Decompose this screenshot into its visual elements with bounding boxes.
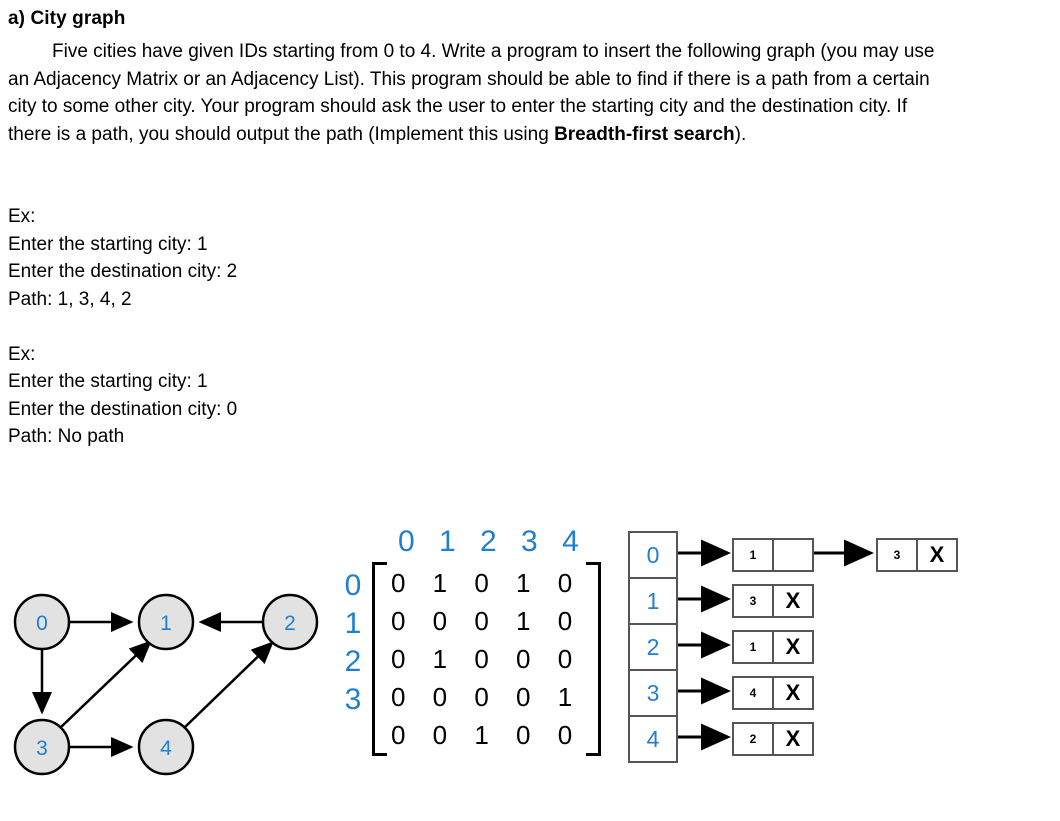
example-2-path: Path: No path: [8, 426, 125, 447]
matrix-cells: 0 1 0 1 0 0 0 0 1 0 0 1 0 0 0 0 0 0 0 1 …: [387, 562, 586, 756]
adjacency-node-2-1: 1 X: [732, 630, 814, 664]
figure-area: 0 1 2 3 4 0 1 2 3 4 0 1 2 3: [0, 505, 1060, 821]
example-2-start: Enter the starting city: 1: [8, 371, 208, 392]
adjacency-node-3-1-value: 4: [734, 678, 774, 708]
example-1: Ex: Enter the starting city: 1 Enter the…: [8, 203, 237, 313]
adjacency-node-1-1: 3 X: [732, 584, 814, 618]
matrix-bracket-wrap: 0 1 0 1 0 0 0 0 1 0 0 1 0 0 0 0 0 0 0 1 …: [372, 562, 602, 756]
matrix-row-4: 0 0 1 0 0: [391, 720, 583, 750]
city-graph-diagram: 0 1 2 3 4: [13, 593, 319, 776]
graph-node-2: [261, 593, 319, 651]
graph-edges: [32, 612, 274, 757]
matrix-row-label-3: 3: [344, 683, 362, 716]
adjacency-list: 0 1 2 3 4 1 3 X 3 X 1 X: [628, 531, 1028, 786]
adjacency-node-4-1: 2 X: [732, 722, 814, 756]
graph-node-0: [13, 593, 71, 651]
matrix-body: 0 1 2 3 0 1 0 1 0 0 0 0 1 0 0 1 0 0 0 0 …: [340, 562, 602, 756]
adjacency-index-column: 0 1 2 3 4: [628, 531, 678, 763]
adjacency-node-4-1-terminator: X: [785, 726, 801, 751]
matrix-column-header: 0 1 2 3 4: [398, 525, 587, 558]
examples-block: Ex: Enter the starting city: 1 Enter the…: [8, 203, 237, 478]
example-1-start: Enter the starting city: 1: [8, 233, 208, 255]
adjacency-node-2-1-terminator: X: [785, 634, 801, 659]
graph-node-2-label: 2: [284, 612, 296, 635]
matrix-row-labels: 0 1 2 3: [340, 562, 366, 756]
paragraph-text: Five cities have given IDs starting from…: [8, 41, 935, 145]
adjacency-node-0-1: 1: [732, 538, 814, 572]
problem-paragraph: Five cities have given IDs starting from…: [8, 38, 948, 148]
matrix-row-label-1: 1: [344, 607, 362, 640]
matrix-row-0: 0 1 0 1 0: [391, 568, 583, 598]
matrix-row-3: 0 0 0 0 1: [391, 682, 583, 712]
adjacency-index-0: 0: [630, 533, 676, 579]
adjacency-node-0-2-value: 3: [878, 540, 918, 570]
adjacency-node-0-2-terminator: X: [929, 542, 945, 567]
example-2-dest: Enter the destination city: 0: [8, 398, 238, 420]
adjacency-index-4: 4: [646, 726, 660, 752]
paragraph-bold: Breadth-first search: [554, 123, 735, 145]
matrix-row-label-2: 2: [344, 645, 362, 678]
graph-node-1: [137, 593, 195, 651]
adjacency-node-3-1-terminator: X: [785, 680, 801, 705]
adjacency-list-arrows: [675, 539, 874, 751]
adjacency-node-2-1-value: 1: [734, 632, 774, 662]
example-2-label: Ex:: [8, 343, 36, 365]
graph-nodes: 0 1 2 3 4: [13, 593, 319, 776]
matrix-left-bracket: [372, 562, 387, 756]
matrix-right-bracket: [586, 562, 602, 756]
matrix-row-2: 0 1 0 0 0: [391, 644, 583, 674]
edge-4-to-2: [183, 641, 274, 729]
adjacency-node-0-2: 3 X: [876, 538, 958, 572]
paragraph-tail: ).: [734, 123, 747, 145]
adjacency-node-0-1-value: 1: [734, 540, 774, 570]
example-1-label: Ex:: [8, 206, 36, 227]
graph-node-1-label: 1: [160, 612, 172, 635]
matrix-row-label-0: 0: [344, 569, 362, 602]
adjacency-index-1: 1: [630, 579, 676, 625]
page-title: a) City graph: [8, 8, 126, 29]
adjacency-node-0-1-pointer: [774, 540, 812, 570]
graph-node-0-label: 0: [36, 612, 48, 635]
adjacency-index-3: 3: [630, 671, 676, 717]
graph-node-4: [137, 718, 195, 776]
adjacency-node-4-1-value: 2: [734, 724, 774, 754]
adjacency-index-2: 2: [630, 625, 676, 671]
example-2: Ex: Enter the starting city: 1 Enter the…: [8, 341, 237, 451]
graph-node-3: [13, 718, 71, 776]
graph-node-3-label: 3: [36, 737, 48, 760]
example-1-path: Path: 1, 3, 4, 2: [8, 288, 132, 310]
adjacency-node-1-1-terminator: X: [785, 588, 801, 613]
example-1-dest: Enter the destination city: 2: [8, 261, 238, 282]
edge-3-to-1: [59, 640, 152, 729]
graph-node-4-label: 4: [160, 737, 172, 760]
adjacency-node-3-1: 4 X: [732, 676, 814, 710]
adjacency-node-1-1-value: 3: [734, 586, 774, 616]
matrix-row-1: 0 0 0 1 0: [391, 606, 583, 636]
